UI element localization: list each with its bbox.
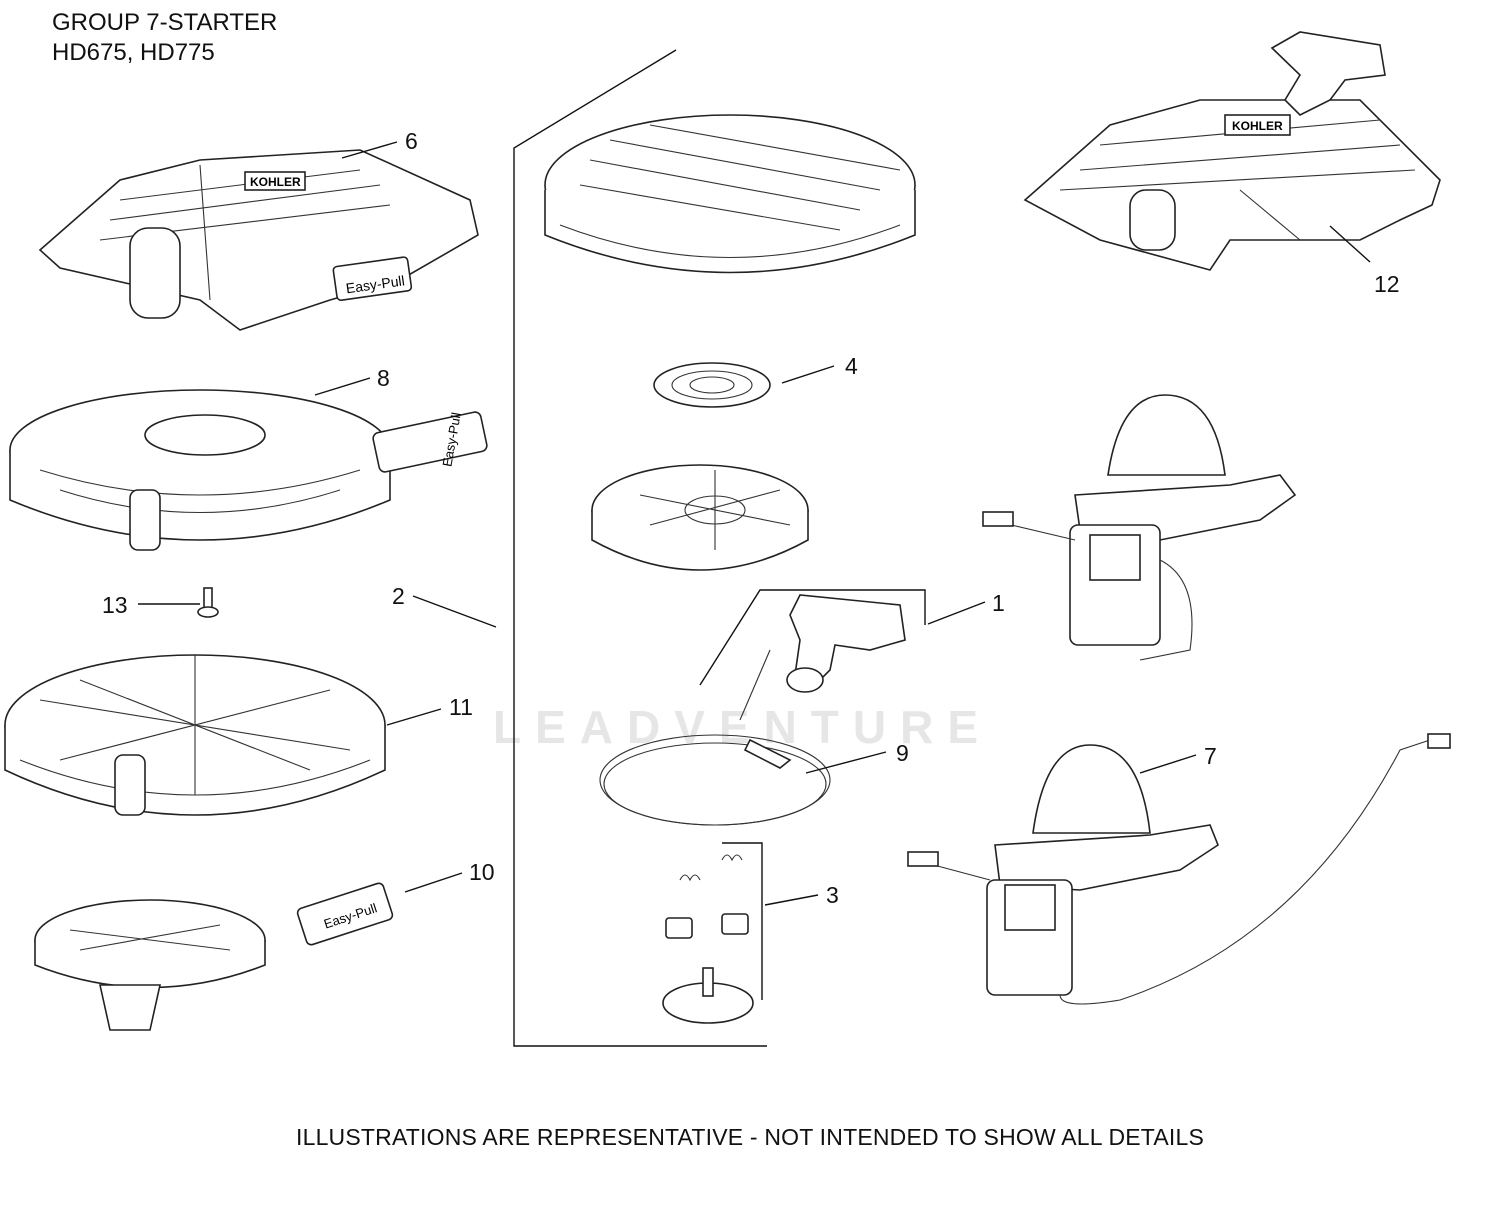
kohler-badge-text-12: KOHLER: [1232, 119, 1283, 133]
kohler-badge-text-6: KOHLER: [250, 175, 301, 189]
title-line-group: GROUP 7-STARTER: [52, 9, 278, 36]
callout-8: 8: [377, 365, 390, 391]
kohler-badge-6: [244, 171, 306, 191]
callout-11: 11: [449, 694, 473, 720]
leader-12: [1329, 225, 1371, 263]
leader-10: [404, 872, 463, 893]
part-8-recoil-housing: Easy-Pull: [9, 389, 488, 551]
part-4-recoil-spring: [653, 362, 771, 408]
leader-3: [764, 894, 819, 906]
callout-4: 4: [845, 353, 858, 379]
part-3-pawl-kit: [662, 854, 754, 1024]
callout-12: 12: [1374, 271, 1400, 297]
part-starter-housing: [544, 114, 916, 274]
callout-1: 1: [992, 590, 1005, 616]
callout-9: 9: [896, 740, 909, 766]
leader-6: [341, 141, 398, 159]
callout-3: 3: [826, 882, 839, 908]
part-13-screw: [197, 587, 219, 618]
title-line-models: HD675, HD775: [52, 39, 215, 66]
leader-9: [805, 751, 887, 774]
leader-7: [1139, 754, 1197, 774]
easy-pull-handle-6: [332, 256, 413, 301]
leader-11: [386, 708, 442, 726]
leader-4: [781, 365, 835, 384]
easy-pull-handle-8: [372, 411, 488, 473]
part-10-recoil-starter: Easy-Pull: [34, 882, 394, 1031]
callout-2: 2: [392, 583, 405, 609]
callout-7: 7: [1204, 743, 1217, 769]
callout-13: 13: [102, 592, 128, 618]
leader-8: [314, 377, 371, 396]
part-12-shroud: KOHLER: [1023, 31, 1441, 271]
watermark: LEADVENTURE: [493, 701, 993, 753]
part-1-bracket: [699, 589, 926, 686]
leader-1: [927, 601, 986, 625]
easy-pull-handle-10: [296, 882, 394, 946]
callout-6: 6: [405, 128, 418, 154]
callout-10: 10: [469, 859, 495, 885]
part-pulley: [591, 464, 809, 571]
part-6-shroud: KOHLER Easy-Pull: [38, 149, 479, 331]
part-7-electric-starter: [907, 733, 1451, 1005]
diagram-title: GROUP 7-STARTER HD675, HD775: [52, 8, 277, 68]
footer-disclaimer: ILLUSTRATIONS ARE REPRESENTATIVE - NOT I…: [295, 1124, 1205, 1150]
part-3-bracket: [722, 842, 763, 1000]
leader-2: [412, 595, 497, 628]
part-9-starter-rope: [599, 734, 831, 826]
part-electric-starter-upper: [982, 394, 1297, 661]
kohler-badge-12: [1224, 114, 1291, 136]
assembly-bracket: [513, 49, 767, 1047]
part-11-mesh-cover: [4, 654, 386, 816]
part-1-rope-handle: [739, 594, 906, 721]
